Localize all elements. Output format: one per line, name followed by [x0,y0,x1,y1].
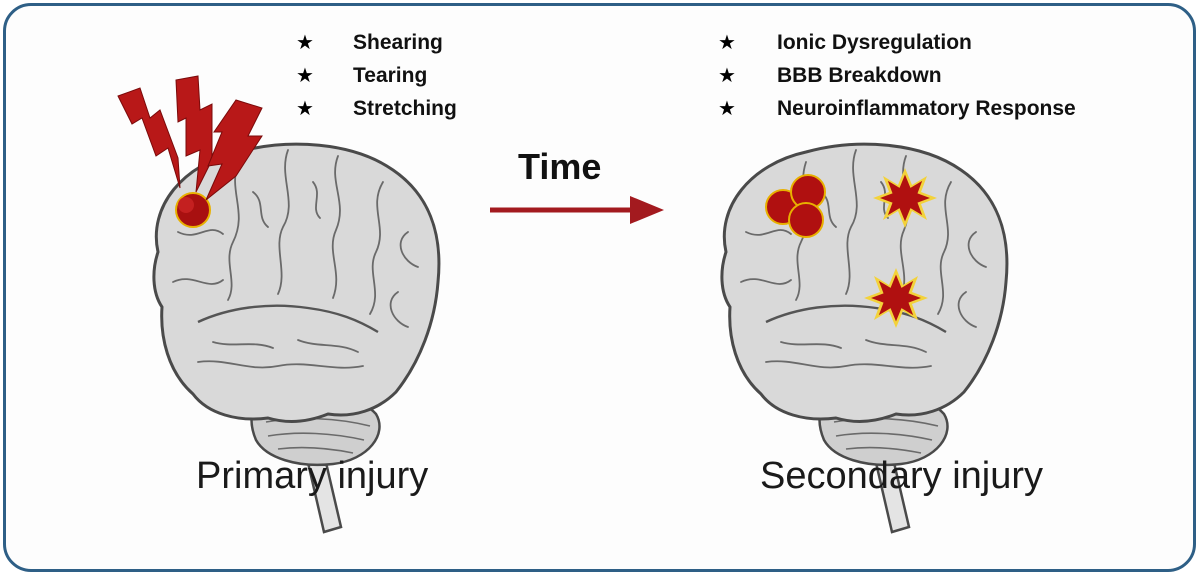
secondary-caption: Secondary injury [760,455,1043,498]
primary-caption: Primary injury [196,455,428,498]
time-arrow-icon [490,196,664,224]
impact-lesion [176,193,210,227]
